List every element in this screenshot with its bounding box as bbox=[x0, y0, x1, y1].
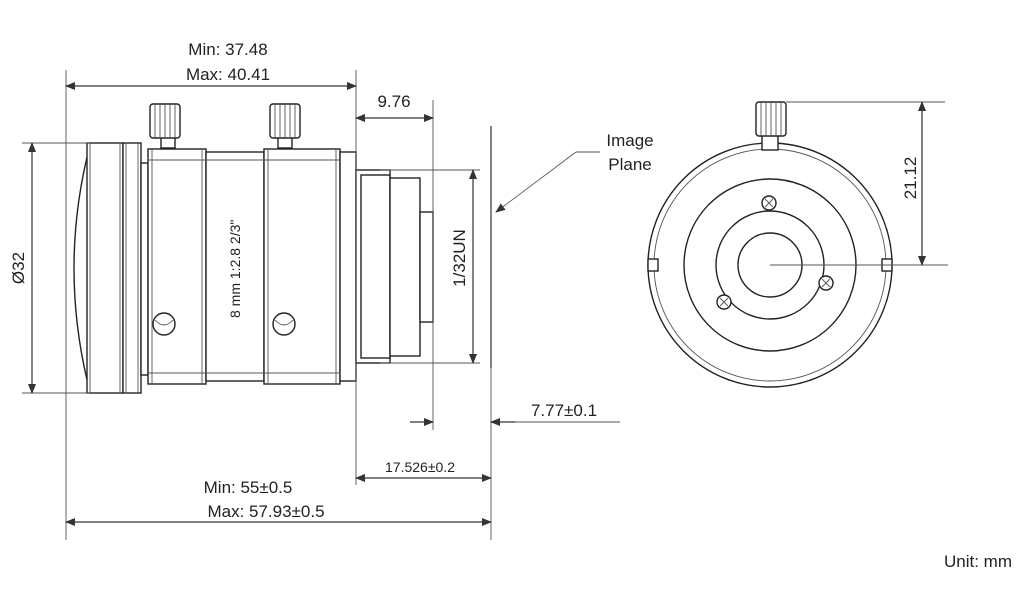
diameter-label: Ø32 bbox=[9, 252, 28, 284]
front-length-max: Max: 40.41 bbox=[186, 65, 270, 84]
screw-icon-right bbox=[818, 275, 834, 291]
total-length-max: Max: 57.93±0.5 bbox=[207, 502, 324, 521]
side-screw-hole-2 bbox=[272, 312, 296, 336]
barrel-center bbox=[205, 151, 265, 382]
front-view bbox=[647, 101, 948, 388]
side-screw-hole-1 bbox=[152, 312, 176, 336]
front-lens-dome bbox=[73, 144, 91, 393]
mount-depth-label: 17.526±0.2 bbox=[385, 459, 455, 475]
screw-icon-top bbox=[761, 195, 777, 211]
front-length-min: Min: 37.48 bbox=[188, 40, 267, 59]
mount-length-label: 9.76 bbox=[377, 92, 410, 111]
screw-icon-left bbox=[716, 294, 732, 310]
front-ring bbox=[86, 142, 124, 394]
front-dimensions: 21.12 bbox=[786, 101, 945, 266]
side-dimensions: Min: 37.48 Max: 40.41 9.76 Ø32 1/32UN 7.… bbox=[9, 40, 654, 540]
front-locking-screw[interactable] bbox=[755, 101, 787, 151]
flange-back-label: 7.77±0.1 bbox=[531, 401, 597, 420]
locking-screw-2[interactable] bbox=[269, 103, 301, 149]
screw-height-label: 21.12 bbox=[901, 157, 920, 200]
total-length-min: Min: 55±0.5 bbox=[204, 478, 293, 497]
locking-screw-1[interactable] bbox=[149, 103, 181, 149]
thread-label: 1/32UN bbox=[450, 229, 469, 287]
focus-ring bbox=[147, 148, 207, 385]
iris-ring bbox=[263, 148, 341, 385]
side-view: 8 mm 1:2.8 2/3" bbox=[73, 103, 492, 394]
image-plane-label-1: Image bbox=[606, 131, 653, 150]
lens-marking: 8 mm 1:2.8 2/3" bbox=[227, 220, 243, 318]
image-plane-label-2: Plane bbox=[608, 155, 651, 174]
unit-label: Unit: mm bbox=[944, 552, 1012, 571]
